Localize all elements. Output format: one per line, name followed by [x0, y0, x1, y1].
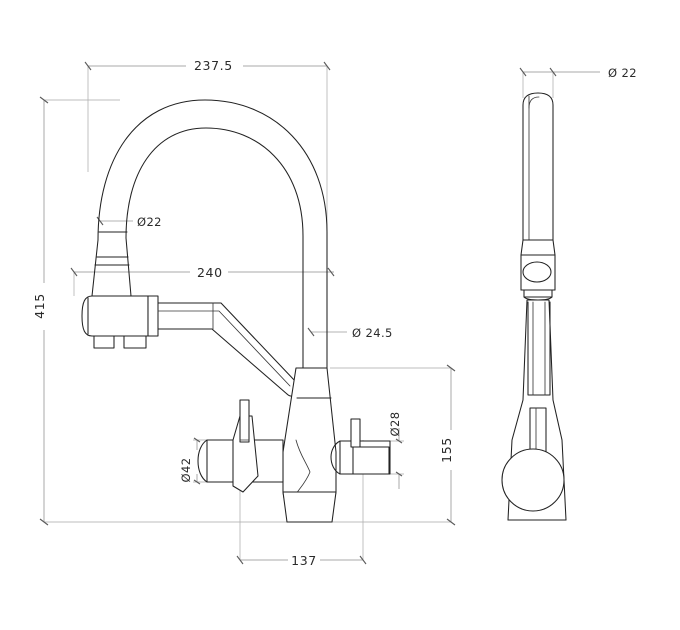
tick-side-dia22-left — [519, 67, 527, 77]
spray-arm-upper-edge — [157, 302, 297, 383]
tick-dia42-bottom — [193, 479, 201, 485]
right-handle-body — [352, 446, 390, 475]
side-handle-circle — [501, 448, 565, 512]
tick-dia22 — [96, 216, 104, 226]
sprayer-button-left — [93, 335, 115, 349]
tick-dia42-top — [193, 437, 201, 443]
spray-arm-lower-edge — [157, 328, 288, 395]
side-collar-ring — [523, 289, 553, 298]
body-teardrop-detail — [295, 439, 311, 495]
left-handle-stem — [239, 399, 250, 443]
tick-137-right — [359, 555, 367, 565]
dim-label-side-spout-diameter: Ø 22 — [608, 66, 637, 80]
side-elevation-view — [501, 67, 600, 521]
tick-dia28-top — [395, 438, 403, 444]
side-body-inner-column — [527, 301, 551, 396]
tick-415-bottom — [39, 518, 49, 526]
faucet-base-plinth — [282, 491, 337, 523]
tick-dia245 — [307, 327, 315, 337]
dim-label-column-diameter: Ø 24.5 — [352, 326, 393, 340]
side-spray-wand — [522, 92, 554, 241]
gooseneck-outer-arc — [97, 99, 328, 393]
sprayer-button-right — [123, 335, 147, 349]
front-view-dimension-lines — [39, 61, 456, 565]
left-handle-nose — [197, 439, 208, 483]
dim-label-hose-diameter: Ø22 — [137, 215, 162, 229]
dim-label-overall-height: 415 — [32, 293, 47, 319]
tick-dia28-bottom — [395, 471, 403, 477]
dim-label-left-handle-diameter: Ø42 — [179, 458, 193, 483]
dim-label-body-height: 155 — [439, 437, 454, 463]
side-collar-oval-button — [522, 261, 552, 283]
tick-240-right — [327, 267, 335, 277]
tick-137-left — [236, 555, 244, 565]
tick-415-top — [39, 96, 49, 104]
tick-155-bottom — [446, 518, 456, 526]
spray-arm-mid-line — [157, 310, 291, 387]
sprayer-collar — [147, 295, 159, 337]
gooseneck-inner-arc — [125, 127, 304, 393]
front-elevation-view — [81, 99, 391, 523]
tick-155-top — [446, 364, 456, 372]
dim-label-handle-spread: 137 — [291, 553, 317, 568]
side-collar-upper-taper — [520, 239, 556, 256]
right-handle-nose — [330, 440, 341, 475]
side-collar-block — [520, 254, 556, 291]
hose-lower-taper — [91, 237, 132, 297]
dim-label-spout-reach: 240 — [197, 265, 223, 280]
left-handle-lever — [232, 415, 259, 493]
dim-label-overall-width: 237.5 — [194, 58, 233, 73]
side-wand-top-inner — [528, 96, 540, 109]
tick-237-left — [84, 61, 92, 71]
right-handle-stem — [350, 418, 361, 448]
dimension-labels: 237.5 415 240 137 155 Ø22 Ø 24.5 Ø28 Ø42… — [32, 58, 637, 568]
tick-side-dia22-right — [549, 67, 557, 77]
sprayer-head-body — [81, 295, 149, 337]
tick-237-right — [323, 61, 331, 71]
dim-label-right-handle-diameter: Ø28 — [388, 412, 402, 437]
tick-240-left — [70, 267, 78, 277]
